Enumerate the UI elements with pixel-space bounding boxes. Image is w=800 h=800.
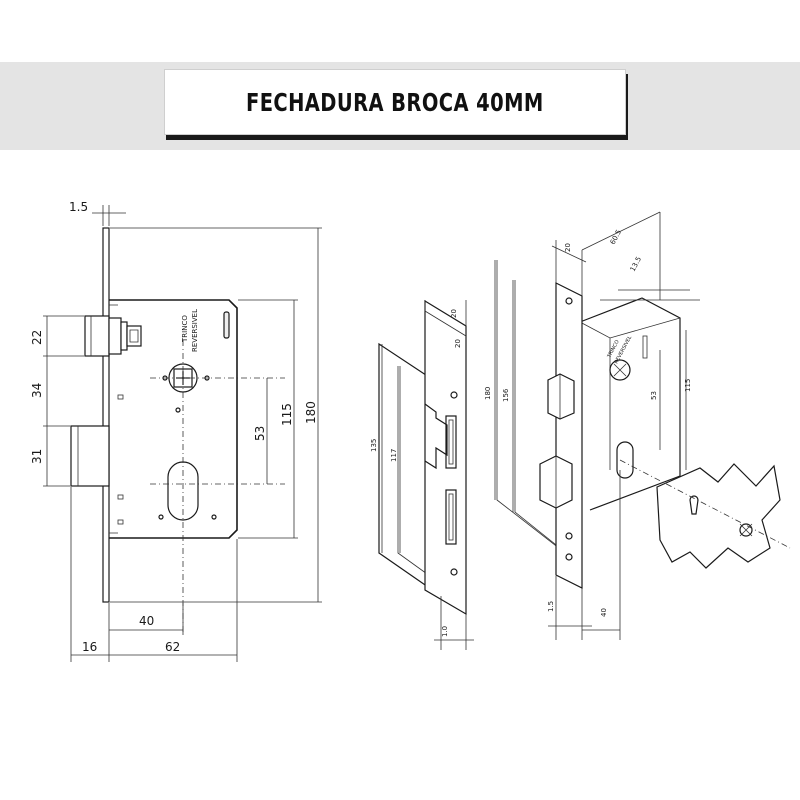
- lock-body: [109, 299, 238, 539]
- strike-dim-height-outer: 135: [370, 439, 378, 452]
- iso-dim-faceplate: 1.5: [547, 601, 555, 612]
- iso-dim-depth: 60.5: [609, 228, 623, 246]
- keyhole: [167, 461, 199, 521]
- iso-faceplate: [555, 282, 583, 589]
- iso-dim-backset: 40: [600, 608, 608, 617]
- dim-gap: 34: [30, 383, 44, 398]
- dim-total-height: 180: [304, 401, 318, 424]
- iso-dim-body-thickness: 13.5: [629, 255, 643, 273]
- iso-dim-faceplate-width: 20: [564, 243, 572, 252]
- strike-dim-width-top: 20: [450, 309, 458, 318]
- latch-label-2: REVERSIVEL: [191, 309, 199, 352]
- dim-mid-height: 115: [280, 403, 294, 426]
- strike-plate-view: 20 20 135 117 1.0: [370, 299, 474, 650]
- dim-latch-height: 22: [30, 330, 44, 345]
- dim-bolt-height: 31: [30, 449, 44, 464]
- dim-bolt-projection: 16: [82, 640, 97, 654]
- dim-backset: 40: [139, 614, 154, 628]
- strike-dim-width-inner: 20: [454, 339, 462, 348]
- iso-dim-height-body: 156: [502, 388, 510, 402]
- strike-dim-thickness: 1.0: [441, 626, 449, 637]
- iso-dim-height-total: 180: [484, 387, 492, 400]
- strike-dim-height-inner: 117: [390, 449, 398, 462]
- latch: [84, 315, 110, 357]
- door-section: [656, 463, 781, 569]
- iso-keyhole: [616, 441, 634, 479]
- iso-dim-center: 53: [650, 391, 658, 400]
- latch-label-1: TRINCO: [181, 315, 189, 343]
- door-keyhole: [689, 495, 699, 515]
- deadbolt: [70, 425, 110, 487]
- title-box: FECHADURA BROCA 40MM: [164, 69, 626, 135]
- iso-spindle: [609, 359, 631, 381]
- faceplate: [102, 227, 110, 603]
- iso-latch: [547, 373, 575, 420]
- iso-dim-mid: 115: [684, 379, 692, 392]
- page-title: FECHADURA BROCA 40MM: [246, 87, 544, 117]
- dim-spindle-keyhole: 53: [253, 426, 267, 441]
- dim-faceplate: 1.5: [69, 200, 88, 214]
- isometric-view: TRINCO REVERSIVEL 20 60.5 13.5 180: [484, 211, 791, 640]
- dim-body-depth: 62: [165, 640, 180, 654]
- front-view: TRINCO REVERSIVEL: [30, 200, 322, 662]
